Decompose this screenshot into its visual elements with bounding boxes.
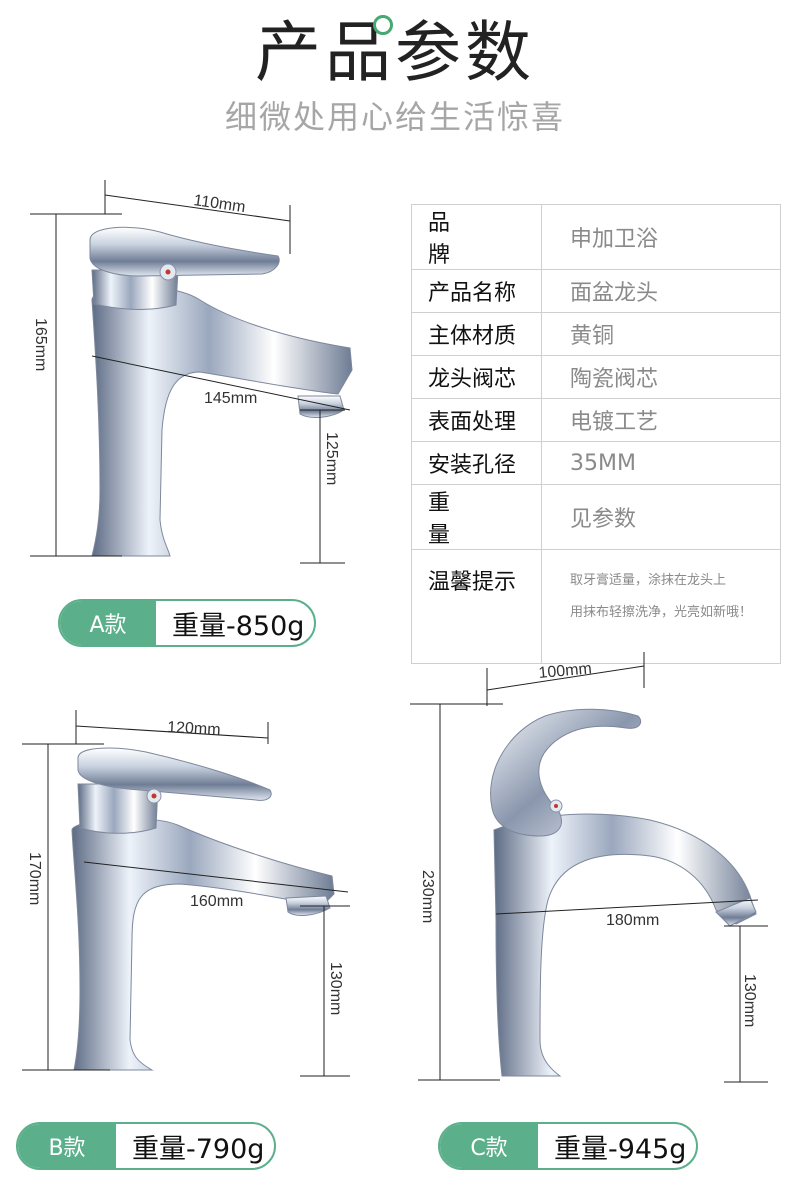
faucet-a-dimension-lines (30, 180, 351, 564)
dim-c-spout: 130mm (741, 974, 758, 1027)
dim-b-height: 170mm (26, 852, 43, 905)
spec-value: 35MM (541, 441, 781, 485)
weight-badge-c: C款 重量-945g (438, 1122, 698, 1170)
spec-tip-value: 取牙膏适量，涂抹在龙头上 用抹布轻擦洗净，光亮如新哦！ (541, 549, 781, 664)
spec-row: 产品名称 面盆龙头 (411, 269, 781, 313)
spec-row: 重 量 见参数 (411, 484, 781, 550)
spec-value: 陶瓷阀芯 (541, 355, 781, 399)
spec-row: 龙头阀芯 陶瓷阀芯 (411, 355, 781, 399)
faucet-c-handle (490, 708, 642, 837)
badge-weight: 重量-790g (132, 1133, 265, 1165)
decorative-ring-icon (373, 15, 393, 35)
spec-key: 主体材质 (411, 312, 542, 356)
faucet-c-body (493, 813, 757, 1077)
tip-line: 用抹布轻擦洗净，光亮如新哦！ (570, 605, 753, 620)
faucet-c-dimension-lines (410, 652, 768, 1083)
dim-a-reach: 145mm (204, 390, 257, 407)
spec-key: 品 牌 (411, 204, 542, 270)
badge-tag: C款 (440, 1124, 538, 1168)
spec-row: 表面处理 电镀工艺 (411, 398, 781, 442)
badge-weight: 重量-945g (554, 1133, 687, 1165)
faucet-b-body (71, 818, 335, 1071)
dim-a-spout: 125mm (323, 432, 340, 485)
spec-value: 电镀工艺 (541, 398, 781, 442)
faucet-b-handle (77, 747, 272, 801)
faucet-a-spout-tip (297, 395, 345, 418)
faucet-a-cartridge (91, 269, 179, 310)
weight-badge-b: B款 重量-790g (16, 1122, 276, 1170)
dim-a-height: 165mm (32, 318, 49, 371)
dim-b-spout: 130mm (327, 962, 344, 1015)
faucet-a-handle (89, 226, 280, 277)
faucet-c (490, 708, 757, 1077)
spec-value: 面盆龙头 (541, 269, 781, 313)
dim-c-width: 100mm (538, 660, 593, 682)
tip-line: 取牙膏适量，涂抹在龙头上 (570, 573, 727, 588)
spec-key: 龙头阀芯 (411, 355, 542, 399)
dim-b-reach: 160mm (190, 893, 243, 910)
spec-value: 见参数 (541, 484, 781, 550)
faucet-b-dimension-lines (22, 710, 350, 1077)
page-subtitle: 细微处用心给生活惊喜 (224, 98, 565, 136)
spec-table: 品 牌 申加卫浴 产品名称 面盆龙头 主体材质 黄铜 龙头阀芯 陶瓷阀芯 表面处… (411, 204, 781, 664)
page-title: 产品参数 (255, 14, 535, 91)
badge-tag: A款 (60, 601, 156, 645)
faucet-a-body (91, 286, 353, 557)
weight-badge-a: A款 重量-850g (58, 599, 316, 647)
dim-c-height: 230mm (419, 870, 436, 923)
faucet-c-spout-tip (715, 897, 757, 927)
faucet-a (89, 226, 353, 557)
spec-row-tip: 温馨提示 取牙膏适量，涂抹在龙头上 用抹布轻擦洗净，光亮如新哦！ (411, 549, 781, 664)
faucet-b-cartridge (77, 783, 159, 834)
dim-c-reach: 180mm (606, 912, 659, 929)
spec-key: 表面处理 (411, 398, 542, 442)
badge-weight: 重量-850g (172, 610, 305, 642)
dim-b-width: 120mm (167, 719, 221, 739)
badge-tag: B款 (18, 1124, 116, 1168)
spec-key: 温馨提示 (411, 549, 542, 664)
dim-a-width: 110mm (192, 192, 246, 216)
